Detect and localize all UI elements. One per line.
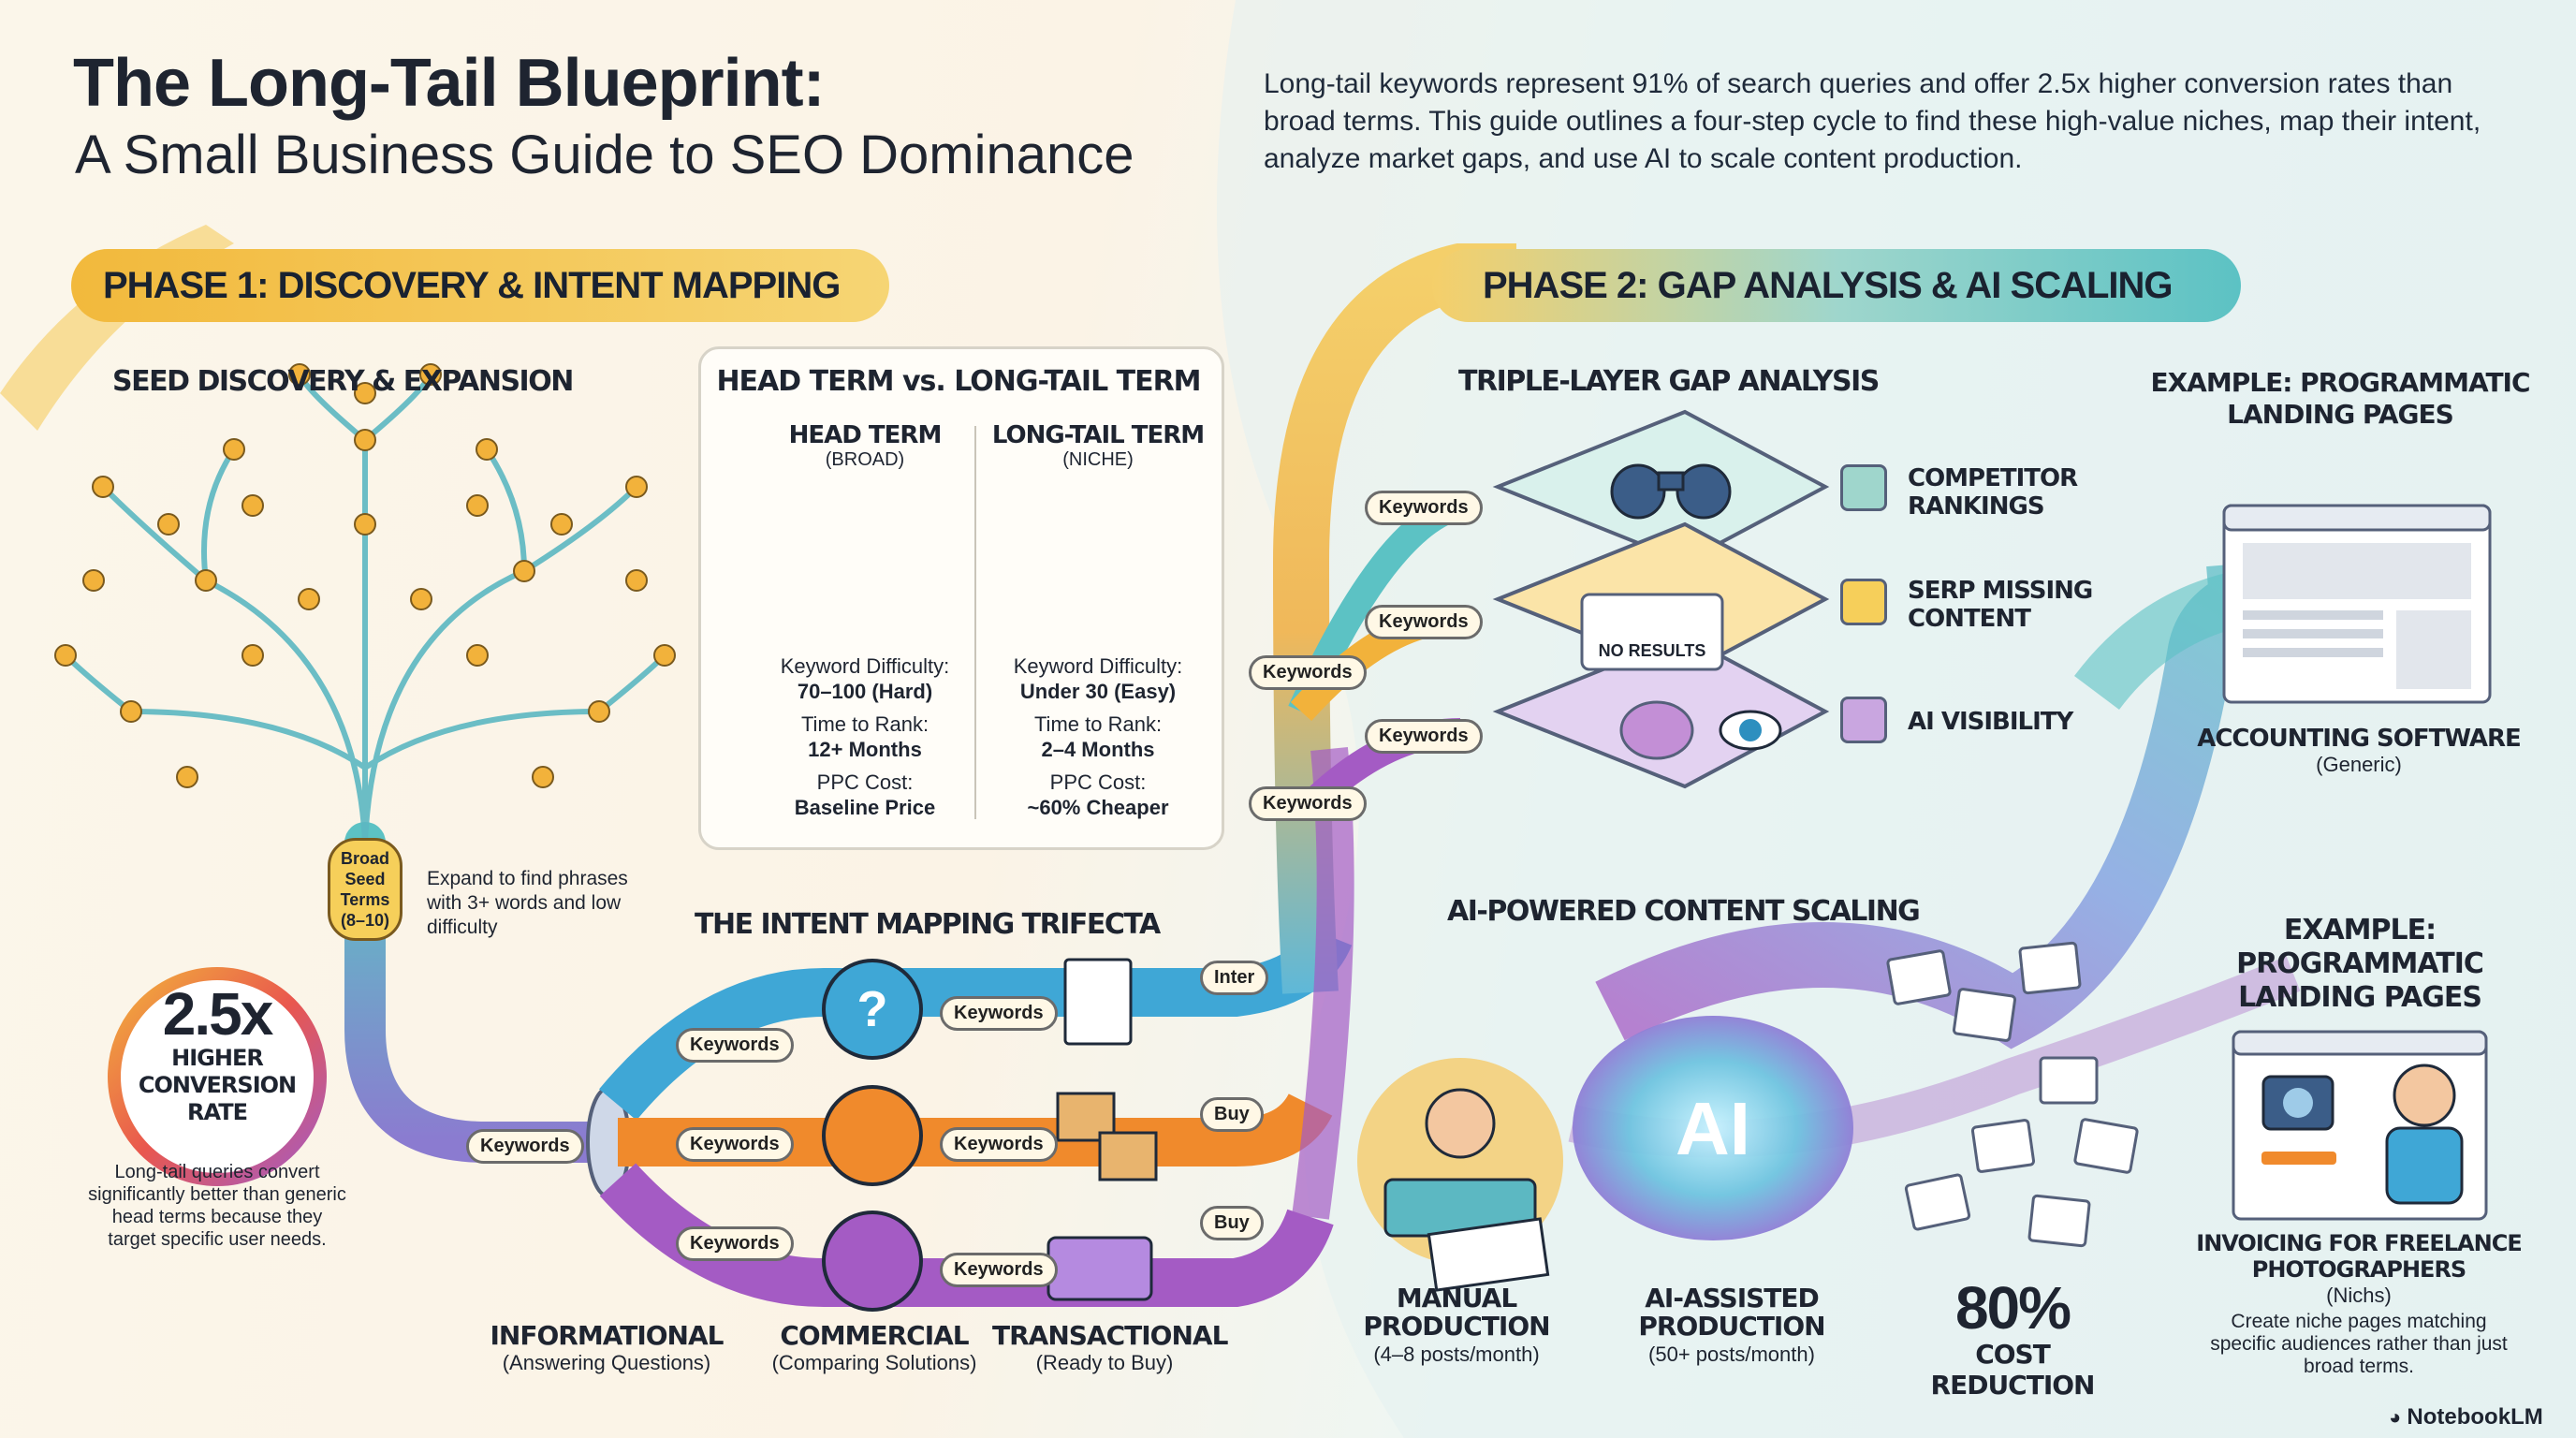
head-ppc-value: Baseline Price bbox=[794, 796, 936, 819]
head-ttr-value: 12+ Months bbox=[808, 738, 922, 761]
page-subtitle: A Small Business Guide to SEO Dominance bbox=[75, 125, 1134, 185]
comparison-divider bbox=[974, 426, 976, 819]
tail-term-metrics: Keyword Difficulty: Under 30 (Easy) Time… bbox=[981, 653, 1215, 820]
keywords-tag-comm-in: Keywords bbox=[676, 1127, 794, 1162]
flow-tag-buy-1: Buy bbox=[1200, 1097, 1264, 1132]
example1-title: EXAMPLE: PROGRAMMATIC LANDING PAGES bbox=[2150, 367, 2530, 430]
no-results-label: NO RESULTS bbox=[1598, 641, 1706, 660]
ai-glow-label: AI bbox=[1676, 1087, 1750, 1170]
example2-note: Create niche pages matching specific aud… bbox=[2210, 1311, 2508, 1377]
example1-name: ACCOUNTING SOFTWARE bbox=[2197, 725, 2522, 753]
gap-layer-competitor: COMPETITOR RANKINGS bbox=[1908, 464, 2078, 521]
seed-badge-line1: Broad bbox=[340, 849, 389, 868]
intent-informational-sub: (Answering Questions) bbox=[502, 1351, 711, 1374]
example1-sub: (Generic) bbox=[2316, 753, 2402, 776]
keywords-tag-info-out: Keywords bbox=[940, 996, 1058, 1031]
seed-badge-line4: (8–10) bbox=[340, 911, 390, 930]
example2-invoicing: INVOICING FOR FREELANCE PHOTOGRAPHERS (N… bbox=[2153, 1230, 2565, 1309]
intent-transactional: TRANSACTIONAL (Ready to Buy) bbox=[992, 1320, 1228, 1375]
keywords-tag-trans-in: Keywords bbox=[676, 1226, 794, 1261]
conversion-stat-value: 2.5x bbox=[162, 980, 274, 1048]
example1-accounting: ACCOUNTING SOFTWARE (Generic) bbox=[2153, 725, 2565, 777]
svg-text:?: ? bbox=[857, 981, 888, 1037]
phase2-title: PHASE 2: GAP ANALYSIS & AI SCALING bbox=[1432, 249, 2241, 322]
tail-kd-value: Under 30 (Easy) bbox=[1019, 680, 1177, 703]
tail-term-sub: (NICHE) bbox=[1062, 449, 1134, 470]
head-kd-value: 70–100 (Hard) bbox=[797, 680, 933, 703]
head-term-sub: (BROAD) bbox=[825, 449, 905, 470]
seed-expand-note: Expand to find phrases with 3+ words and… bbox=[427, 868, 628, 938]
competitor-rankings-icon bbox=[1840, 464, 1887, 511]
phase2-title-label: PHASE 2: GAP ANALYSIS & AI SCALING bbox=[1483, 264, 2174, 306]
tail-term-name: LONG-TAIL TERM bbox=[991, 421, 1205, 449]
head-term-metrics: Keyword Difficulty: 70–100 (Hard) Time t… bbox=[754, 653, 975, 820]
comparison-card bbox=[698, 346, 1224, 850]
seed-badge-line2: Seed bbox=[344, 870, 386, 888]
flow-tag-buy-2: Buy bbox=[1200, 1206, 1264, 1240]
tail-kd-label: Keyword Difficulty: bbox=[1013, 654, 1183, 678]
seed-badge: Broad Seed Terms (8–10) bbox=[328, 838, 402, 941]
trifecta-title: THE INTENT MAPPING TRIFECTA bbox=[695, 908, 1161, 941]
keywords-tag-comm-out: Keywords bbox=[940, 1127, 1058, 1162]
ai-assisted-production-sub: (50+ posts/month) bbox=[1648, 1343, 1815, 1366]
manual-production-sub: (4–8 posts/month) bbox=[1373, 1343, 1540, 1366]
example2-sub: (Nichs) bbox=[2326, 1284, 2392, 1307]
example2-name: INVOICING FOR FREELANCE PHOTOGRAPHERS bbox=[2196, 1230, 2522, 1283]
notebooklm-brand: ◕ NotebookLM bbox=[2389, 1404, 2543, 1431]
head-term-name: HEAD TERM bbox=[788, 421, 943, 449]
intent-commercial-sub: (Comparing Solutions) bbox=[771, 1351, 977, 1374]
keywords-tag-gap-3: Keywords bbox=[1365, 719, 1483, 754]
intent-informational: INFORMATIONAL (Answering Questions) bbox=[476, 1320, 738, 1375]
conversion-stat-note: Long-tail queries convert significantly … bbox=[88, 1162, 346, 1250]
keywords-tag-info-in: Keywords bbox=[676, 1028, 794, 1063]
page-title: The Long-Tail Blueprint: bbox=[73, 46, 826, 121]
keywords-tag-gap-1: Keywords bbox=[1365, 491, 1483, 525]
conversion-stat-label: HIGHER CONVERSION RATE bbox=[138, 1045, 297, 1125]
notebooklm-brand-label: NotebookLM bbox=[2407, 1404, 2543, 1430]
phase1-title: PHASE 1: DISCOVERY & INTENT MAPPING bbox=[71, 249, 889, 322]
head-ttr-label: Time to Rank: bbox=[800, 712, 929, 736]
tail-term-column: LONG-TAIL TERM (NICHE) bbox=[981, 421, 1215, 471]
intro-text: Long-tail keywords represent 91% of sear… bbox=[1264, 68, 2481, 174]
manual-production: MANUAL PRODUCTION (4–8 posts/month) bbox=[1344, 1284, 1569, 1369]
notebooklm-logo-icon: ◕ bbox=[2389, 1405, 2408, 1429]
magnifier-icon bbox=[1840, 579, 1887, 625]
ai-assisted-production-name: AI-ASSISTED PRODUCTION bbox=[1638, 1283, 1825, 1342]
keywords-tag-rise-2: Keywords bbox=[1249, 786, 1367, 821]
tail-ppc-value: ~60% Cheaper bbox=[1027, 796, 1169, 819]
cost-reduction-label: COST REDUCTION bbox=[1930, 1339, 2096, 1401]
keywords-tag-trans-out: Keywords bbox=[940, 1253, 1058, 1287]
gap-layer-ai: AI VISIBILITY bbox=[1908, 708, 2073, 736]
intent-transactional-sub: (Ready to Buy) bbox=[1035, 1351, 1174, 1374]
flow-tag-inter: Inter bbox=[1200, 961, 1269, 995]
seed-discovery-title: SEED DISCOVERY & EXPANSION bbox=[112, 365, 574, 398]
example2-title: EXAMPLE: PROGRAMMATIC LANDING PAGES bbox=[2236, 914, 2484, 1014]
cost-reduction-value: 80% bbox=[1954, 1274, 2071, 1342]
intent-transactional-name: TRANSACTIONAL bbox=[992, 1320, 1228, 1351]
intent-informational-name: INFORMATIONAL bbox=[490, 1320, 724, 1351]
manual-production-name: MANUAL PRODUCTION bbox=[1363, 1283, 1550, 1342]
keywords-tag-funnel: Keywords bbox=[466, 1129, 584, 1164]
gap-analysis-title: TRIPLE-LAYER GAP ANALYSIS bbox=[1458, 365, 1880, 398]
ai-assisted-production: AI-ASSISTED PRODUCTION (50+ posts/month) bbox=[1619, 1284, 1844, 1369]
ai-scaling-title: AI-POWERED CONTENT SCALING bbox=[1447, 895, 1921, 928]
keywords-tag-gap-2: Keywords bbox=[1365, 605, 1483, 639]
seed-badge-line3: Terms bbox=[340, 890, 390, 909]
gap-layer-serp: SERP MISSING CONTENT bbox=[1908, 577, 2093, 633]
tail-ppc-label: PPC Cost: bbox=[1049, 770, 1147, 794]
keywords-tag-rise-1: Keywords bbox=[1249, 655, 1367, 690]
intent-commercial: COMMERCIAL (Comparing Solutions) bbox=[753, 1320, 996, 1375]
intent-commercial-name: COMMERCIAL bbox=[780, 1320, 969, 1351]
tail-ttr-label: Time to Rank: bbox=[1033, 712, 1163, 736]
head-kd-label: Keyword Difficulty: bbox=[780, 654, 950, 678]
head-term-column: HEAD TERM (BROAD) bbox=[754, 421, 975, 471]
phase1-title-label: PHASE 1: DISCOVERY & INTENT MAPPING bbox=[103, 264, 841, 306]
tail-ttr-value: 2–4 Months bbox=[1041, 738, 1155, 761]
comparison-title: HEAD TERM vs. LONG-TAIL TERM bbox=[716, 365, 1201, 398]
brain-icon bbox=[1840, 697, 1887, 743]
head-ppc-label: PPC Cost: bbox=[816, 770, 914, 794]
